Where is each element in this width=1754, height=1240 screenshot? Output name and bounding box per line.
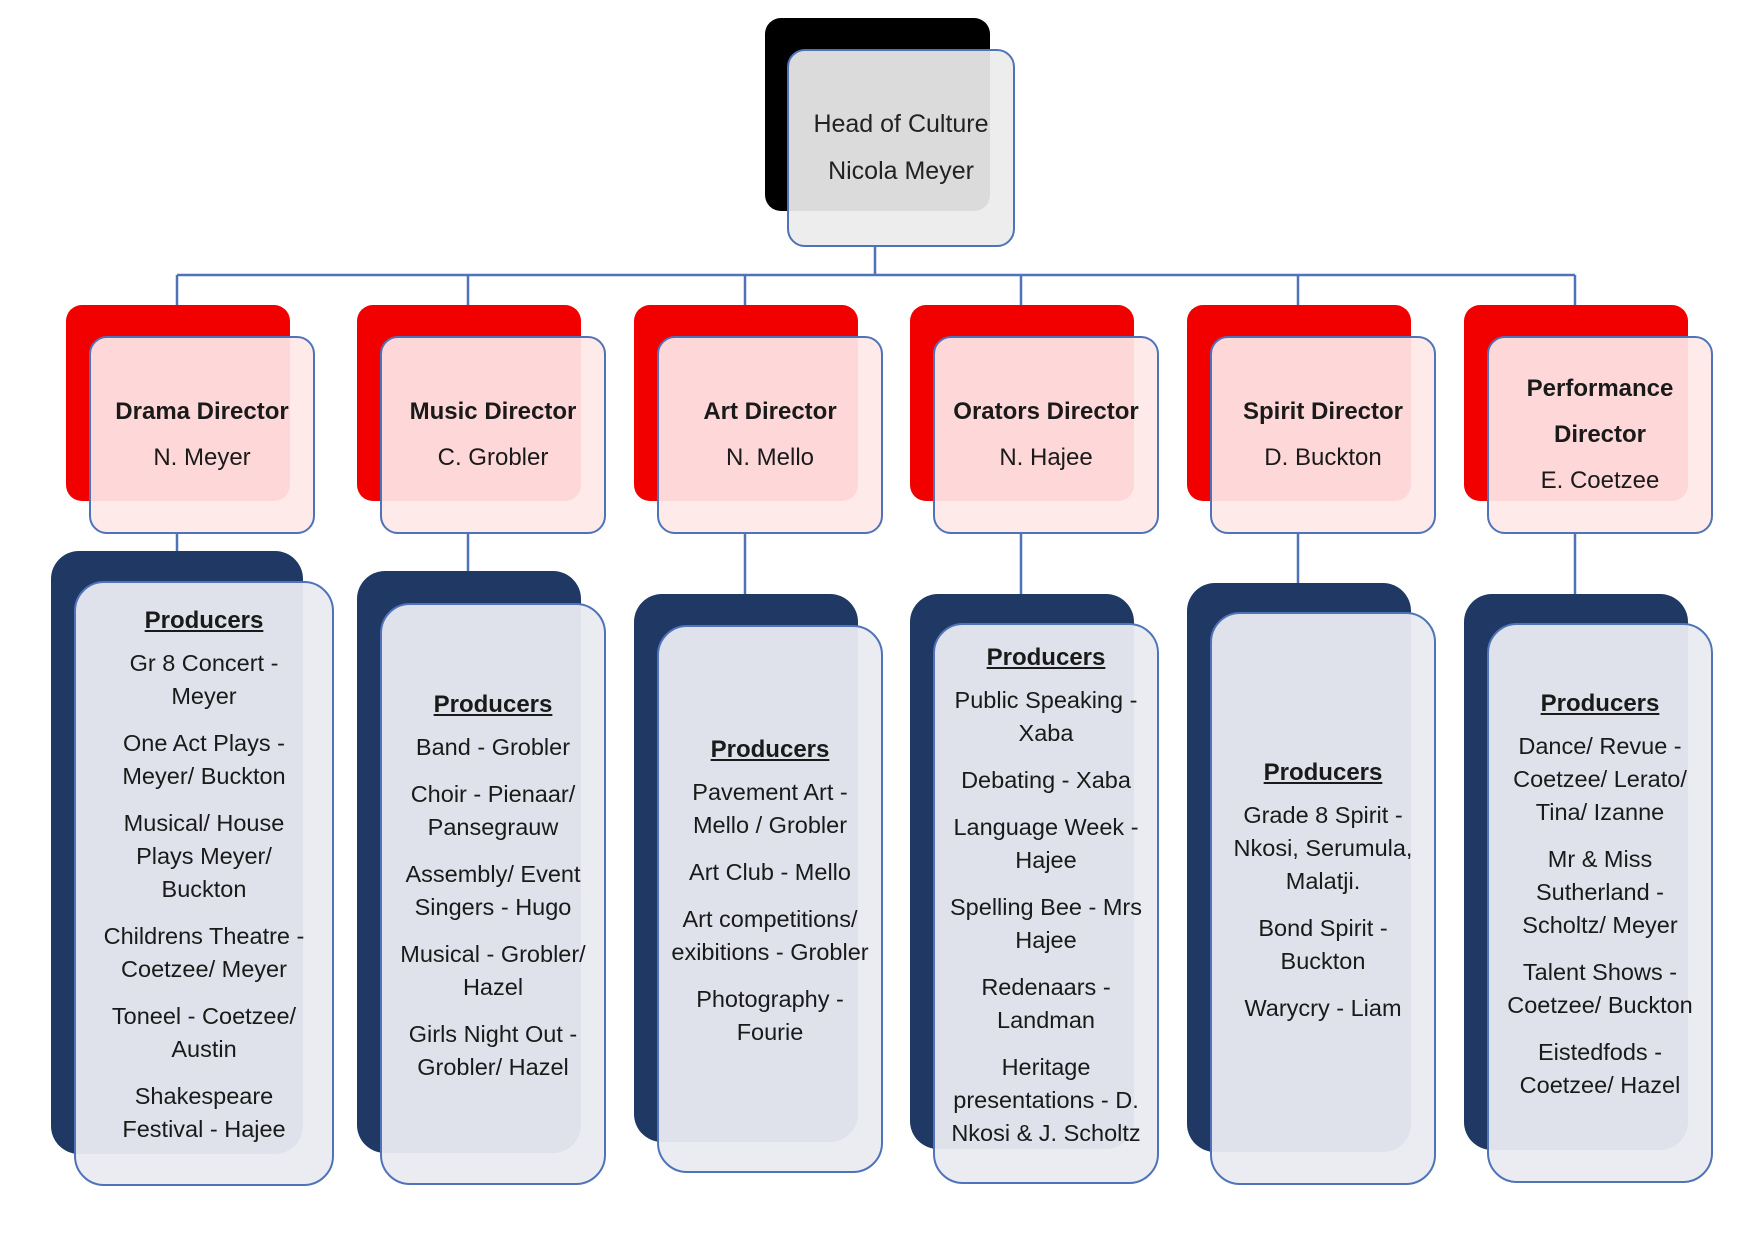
music-director-title: Music Director <box>409 398 577 425</box>
producer-item: Band - Grobler <box>415 733 571 760</box>
producer-item: Toneel - Coetzee/ Austin <box>111 1003 297 1062</box>
producer-item: Debating - Xaba <box>961 766 1131 793</box>
art-producers-heading: Producers <box>710 735 830 763</box>
orators-director-title: Orators Director <box>953 398 1139 425</box>
art-director-title: Art Director <box>703 398 837 425</box>
drama-director-name: N. Meyer <box>153 444 251 471</box>
producer-item: One Act Plays - Meyer/ Buckton <box>122 730 286 789</box>
spirit-director-box: Spirit Director D. Buckton <box>1210 336 1436 534</box>
head-name: Nicola Meyer <box>828 157 974 185</box>
producer-item: Assembly/ Event Singers - Hugo <box>405 860 581 920</box>
orators-director-name: N. Hajee <box>999 444 1093 471</box>
drama-producers-heading: Producers <box>144 607 264 634</box>
performance-director-title: Performance Director <box>1526 375 1674 448</box>
music-director-name: C. Grobler <box>437 444 549 471</box>
performance-director-name: E. Coetzee <box>1540 467 1660 494</box>
producer-item: Childrens Theatre - Coetzee/ Meyer <box>103 923 305 982</box>
orators-director-box: Orators Director N. Hajee <box>933 336 1159 534</box>
producer-item: Redenaars - Landman <box>981 973 1111 1033</box>
producer-item: Choir - Pienaar/ Pansegrauw <box>410 780 576 840</box>
performance-director-box: Performance Director E. Coetzee <box>1487 336 1713 534</box>
producer-item: Shakespeare Festival - Hajee <box>122 1083 286 1142</box>
producer-item: Musical - Grobler/ Hazel <box>400 940 586 1000</box>
producer-item: Bond Spirit - Buckton <box>1258 914 1388 974</box>
producer-item: Talent Shows - Coetzee/ Buckton <box>1507 959 1693 1018</box>
art-director-name: N. Mello <box>725 444 815 471</box>
producer-item: Grade 8 Spirit - Nkosi, Serumula, Malatj… <box>1233 801 1413 894</box>
orators-producers-heading: Producers <box>986 643 1106 671</box>
producer-item: Art competitions/ exibitions - Grobler <box>671 905 869 965</box>
producer-item: Pavement Art - Mello / Grobler <box>692 778 848 838</box>
producer-item: Language Week - Hajee <box>953 813 1139 873</box>
spirit-director-name: D. Buckton <box>1264 444 1382 471</box>
producer-item: Public Speaking - Xaba <box>954 686 1138 746</box>
producer-item: Dance/ Revue - Coetzee/ Lerato/ Tina/ Iz… <box>1513 733 1687 825</box>
producer-item: Girls Night Out - Grobler/ Hazel <box>408 1020 578 1080</box>
producer-item: Spelling Bee - Mrs Hajee <box>950 893 1142 953</box>
art-director-box: Art Director N. Mello <box>657 336 883 534</box>
head-of-culture-box: Head of Culture Nicola Meyer <box>787 49 1015 247</box>
producer-item: Art Club - Mello <box>689 858 851 885</box>
drama-director-title: Drama Director <box>115 398 289 425</box>
drama-director-box: Drama Director N. Meyer <box>89 336 315 534</box>
producer-item: Photography - Fourie <box>696 985 844 1045</box>
producer-item: Mr & Miss Sutherland - Scholtz/ Meyer <box>1522 846 1678 938</box>
music-producers-heading: Producers <box>433 690 553 718</box>
producer-item: Gr 8 Concert - Meyer <box>129 650 279 709</box>
head-title: Head of Culture <box>813 110 989 138</box>
producer-item: Heritage presentations - D. Nkosi & J. S… <box>951 1053 1141 1146</box>
spirit-producers-heading: Producers <box>1263 758 1383 786</box>
spirit-director-title: Spirit Director <box>1242 398 1404 425</box>
producer-item: Warycry - Liam <box>1244 994 1402 1021</box>
music-director-box: Music Director C. Grobler <box>380 336 606 534</box>
producer-item: Musical/ House Plays Meyer/ Buckton <box>123 810 285 902</box>
performance-producers-heading: Producers <box>1540 690 1660 717</box>
producer-item: Eistedfods - Coetzee/ Hazel <box>1519 1039 1681 1098</box>
